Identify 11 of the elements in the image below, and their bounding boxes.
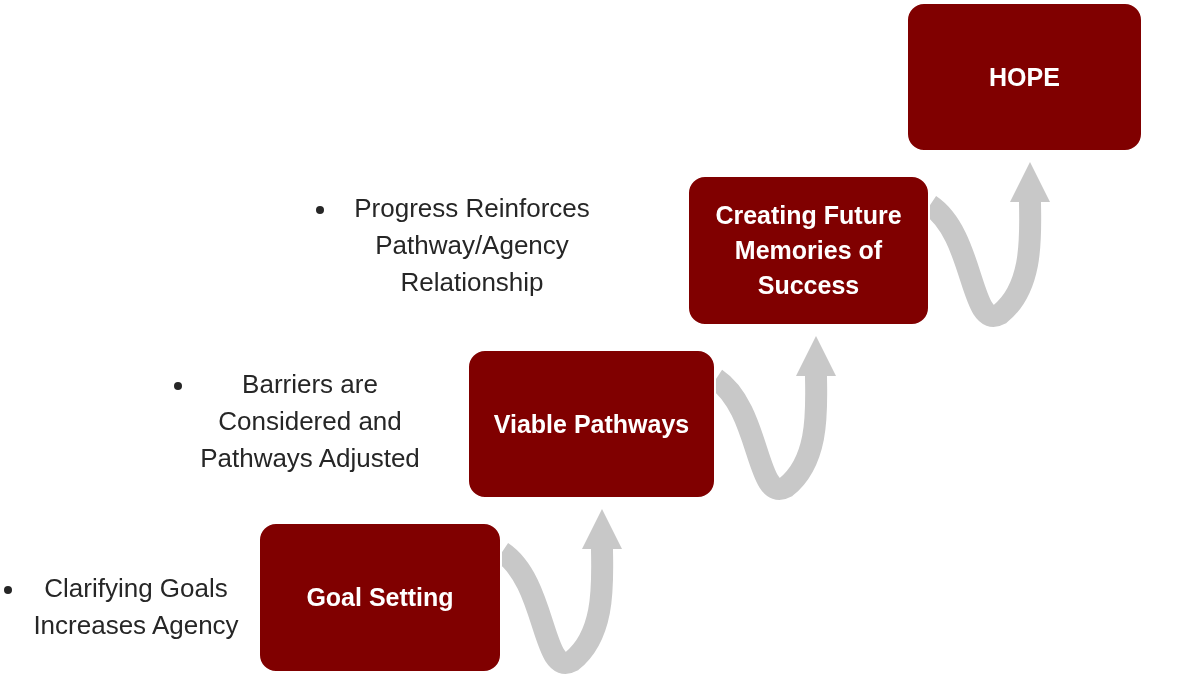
step-title: Viable Pathways — [493, 408, 690, 440]
step-title: HOPE — [989, 61, 1060, 93]
step-box — [467, 349, 716, 499]
step-box — [258, 522, 502, 673]
step-box — [906, 2, 1143, 152]
step-box — [687, 175, 930, 326]
step-note: Clarifying Goals Increases Agency — [32, 572, 240, 642]
step-title: Creating Future Memories of Success — [714, 200, 903, 301]
step-note: Barriers are Considered and Pathways Adjusted — [199, 368, 421, 475]
step-note: Progress Reinforces Pathway/Agency Relationship — [353, 192, 591, 299]
step-title: Goal Setting — [306, 582, 454, 613]
